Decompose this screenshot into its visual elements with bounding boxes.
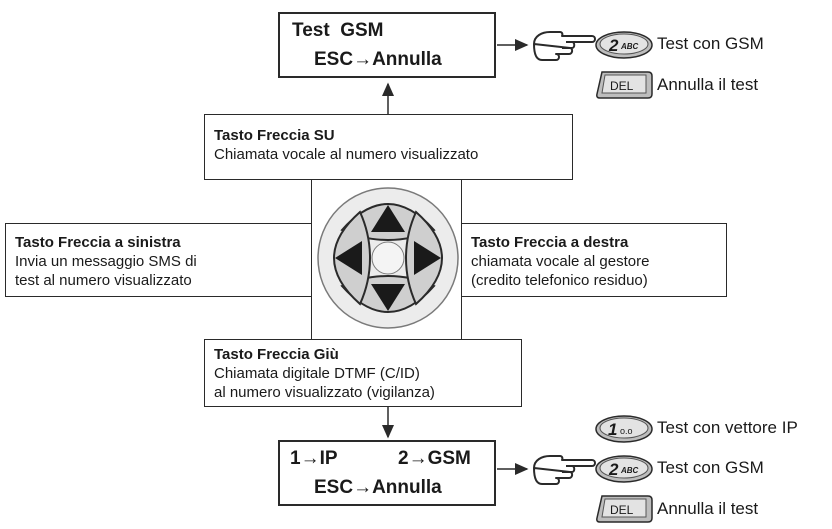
down-line-1: Chiamata digitale DTMF (C/ID) bbox=[214, 365, 420, 382]
svg-text:2: 2 bbox=[608, 36, 619, 55]
left-line-1: Invia un messaggio SMS di bbox=[15, 253, 197, 270]
arrow-right-key bbox=[404, 210, 443, 306]
desc-box-up: Tasto Freccia SU Chiamata vocale al nume… bbox=[204, 114, 573, 180]
up-line-1: Chiamata vocale al numero visualizzato bbox=[214, 146, 479, 163]
svg-text:DEL: DEL bbox=[610, 79, 634, 93]
svg-text:ABC: ABC bbox=[620, 42, 639, 51]
left-title: Tasto Freccia a sinistra bbox=[15, 234, 181, 251]
desc-box-left: Tasto Freccia a sinistra Invia un messag… bbox=[5, 223, 312, 297]
legend-bottom-2abc: Test con GSM bbox=[657, 458, 764, 477]
svg-text:2: 2 bbox=[608, 460, 619, 479]
down-title: Tasto Freccia Giù bbox=[214, 346, 339, 363]
up-title: Tasto Freccia SU bbox=[214, 127, 335, 144]
left-line-2: test al numero visualizzato bbox=[15, 272, 192, 289]
key-del-icon-bottom: DEL bbox=[596, 495, 653, 523]
key-2abc-icon-bottom: 2 ABC bbox=[595, 455, 653, 483]
legend-top-2abc: Test con GSM bbox=[657, 34, 764, 53]
key-del-icon-top: DEL bbox=[596, 71, 653, 99]
lcd-display-top: Test GSM ESC→Annulla bbox=[278, 12, 496, 78]
svg-text:DEL: DEL bbox=[610, 503, 634, 517]
lcd-display-bottom: 1→IP 2→GSM ESC→Annulla bbox=[278, 440, 496, 506]
svg-text:1: 1 bbox=[608, 420, 617, 439]
legend-top-del: Annulla il test bbox=[657, 75, 759, 94]
down-line-2: al numero visualizzato (vigilanza) bbox=[214, 384, 435, 401]
right-line-2: (credito telefonico residuo) bbox=[471, 272, 648, 289]
pointing-hand-icon-top bbox=[533, 31, 596, 61]
desc-box-right: Tasto Freccia a destra chiamata vocale a… bbox=[461, 223, 727, 297]
key-1-icon-bottom: 1 o.o bbox=[595, 415, 653, 443]
svg-text:o.o: o.o bbox=[620, 426, 633, 436]
key-2abc-icon-top: 2 ABC bbox=[595, 31, 653, 59]
right-title: Tasto Freccia a destra bbox=[471, 234, 629, 251]
pointing-hand-icon-bottom bbox=[533, 455, 596, 485]
nav-keypad bbox=[317, 187, 459, 329]
lcd-bottom-line2: ESC→Annulla bbox=[314, 477, 442, 498]
svg-text:ABC: ABC bbox=[620, 466, 639, 475]
right-line-1: chiamata vocale al gestore bbox=[471, 253, 650, 270]
lcd-bottom-gsm: 2→GSM bbox=[398, 448, 471, 469]
legend-bottom-1: Test con vettore IP bbox=[657, 418, 798, 437]
desc-box-down: Tasto Freccia Giù Chiamata digitale DTMF… bbox=[204, 339, 522, 407]
lcd-bottom-ip: 1→IP bbox=[290, 448, 338, 469]
lcd-top-line2: ESC→Annulla bbox=[314, 49, 442, 70]
legend-bottom-del: Annulla il test bbox=[657, 499, 759, 518]
arrow-left-key bbox=[333, 210, 372, 306]
lcd-top-line1: Test GSM bbox=[292, 20, 384, 41]
